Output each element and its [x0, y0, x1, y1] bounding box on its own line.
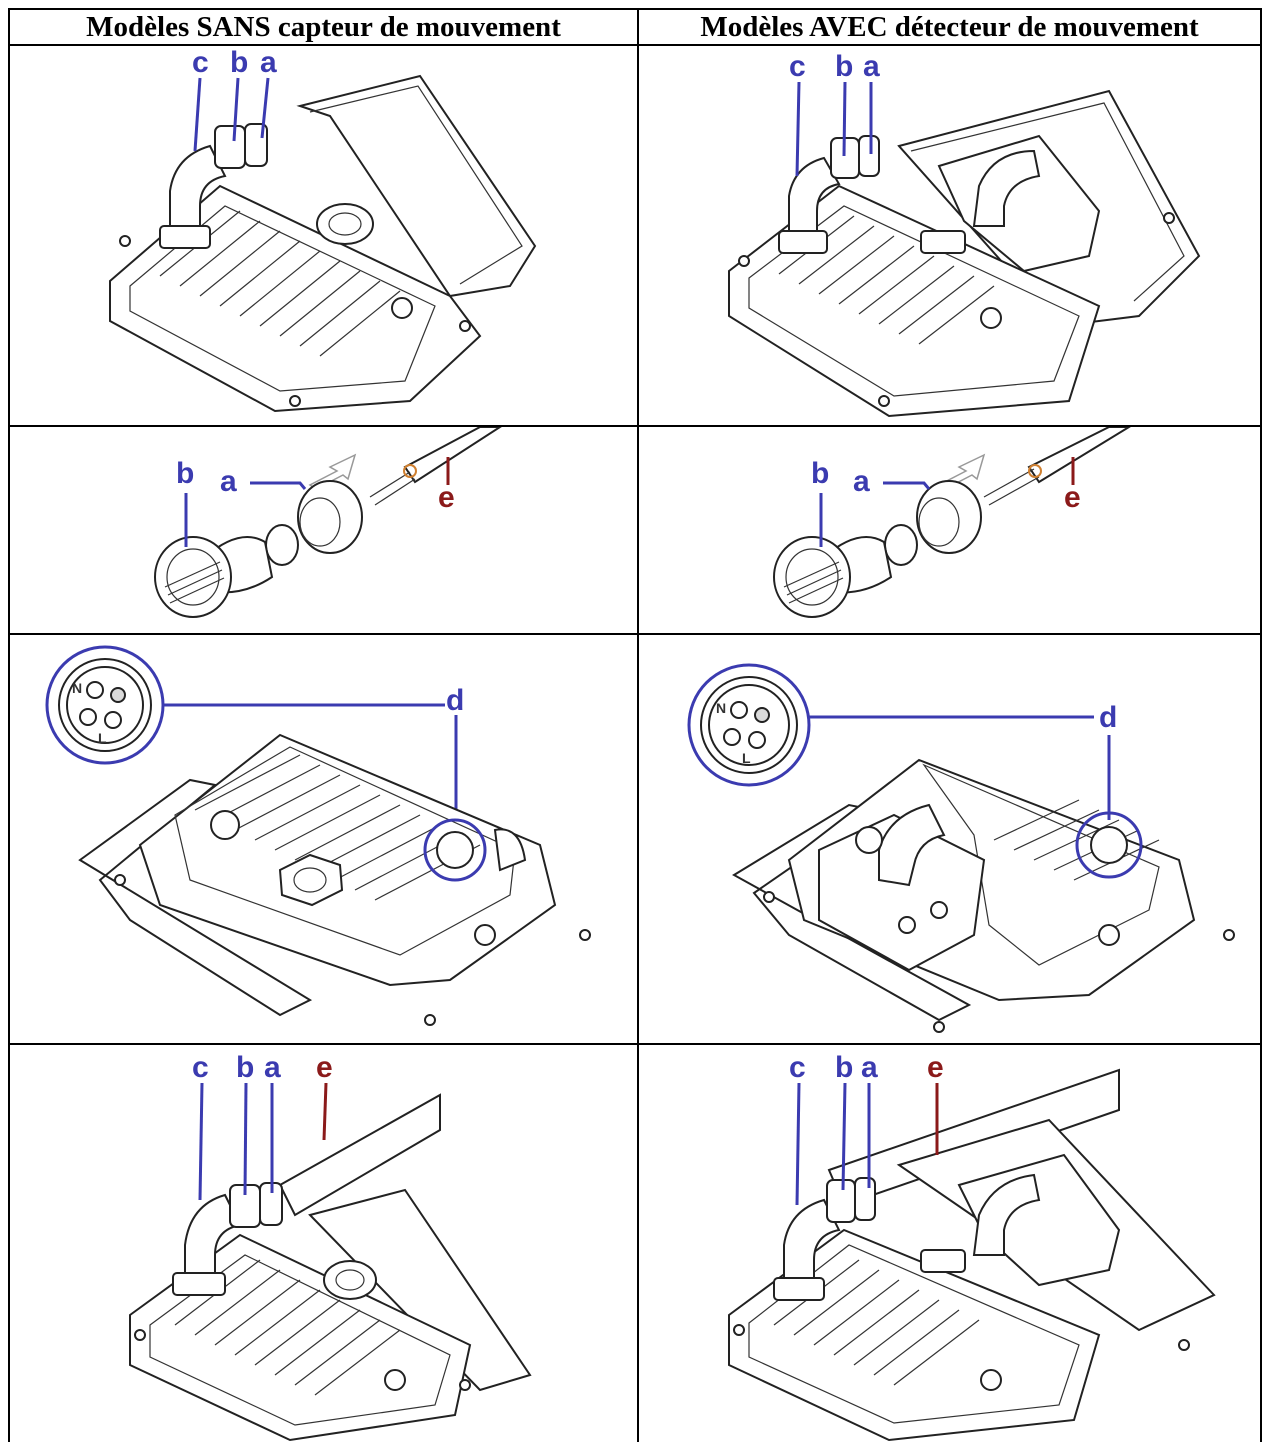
label-e: e: [438, 481, 455, 514]
label-c: c: [192, 1051, 209, 1084]
connector-highlight: [423, 818, 487, 882]
header-without-sensor: Modèles SANS capteur de mouvement: [86, 11, 561, 43]
label-d: d: [446, 684, 464, 717]
connector-highlight: [1075, 811, 1143, 879]
label-e: e: [316, 1051, 333, 1084]
label-c: c: [789, 50, 806, 83]
diagram-row3-without-sensor: N L d: [10, 635, 637, 1043]
table-border-right: [1260, 8, 1262, 1442]
label-b: b: [835, 50, 853, 83]
label-a: a: [861, 1051, 878, 1084]
diagram-row1-without-sensor: c b a: [10, 46, 637, 425]
diagram-row2-with-sensor: b a e: [639, 427, 1260, 633]
connector-l-label: L: [98, 730, 107, 746]
label-a: a: [260, 46, 277, 79]
table-border-left: [8, 8, 10, 1442]
label-a: a: [220, 465, 237, 498]
label-c: c: [192, 46, 209, 79]
label-d: d: [1099, 701, 1117, 734]
label-b: b: [176, 457, 194, 490]
label-e: e: [927, 1051, 944, 1084]
diagram-row4-with-sensor: c b a e: [639, 1045, 1260, 1442]
connector-n-label: N: [716, 700, 726, 716]
table-border-top: [8, 8, 1262, 10]
table-border-row1: [8, 425, 1262, 427]
table-border-row2: [8, 633, 1262, 635]
label-c: c: [789, 1051, 806, 1084]
label-a: a: [853, 465, 870, 498]
label-e: e: [1064, 481, 1081, 514]
label-b: b: [236, 1051, 254, 1084]
label-b: b: [230, 46, 248, 79]
header-with-sensor: Modèles AVEC détecteur de mouvement: [700, 11, 1199, 43]
diagram-row2-without-sensor: b a e: [10, 427, 637, 633]
table-border-row3: [8, 1043, 1262, 1045]
diagram-row3-with-sensor: N L d: [639, 635, 1260, 1043]
label-a: a: [863, 50, 880, 83]
label-b: b: [811, 457, 829, 490]
label-b: b: [835, 1051, 853, 1084]
connector-l-label: L: [742, 750, 751, 766]
label-a: a: [264, 1051, 281, 1084]
diagram-row4-without-sensor: c b a e: [10, 1045, 637, 1442]
table-border-header: [8, 44, 1262, 46]
connector-n-label: N: [72, 680, 82, 696]
table-border-middle: [637, 8, 639, 1442]
diagram-row1-with-sensor: c b a: [639, 46, 1260, 425]
